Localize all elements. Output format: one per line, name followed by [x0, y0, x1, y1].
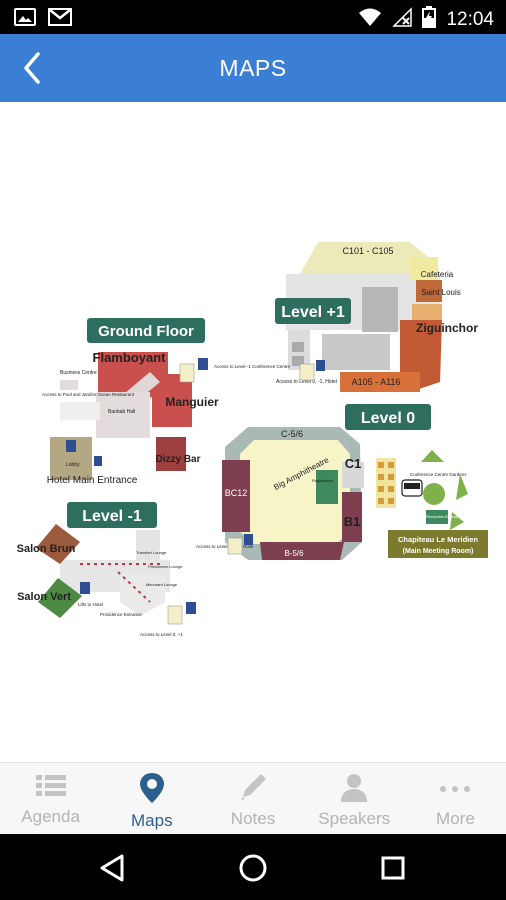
tab-maps-label: Maps: [131, 811, 173, 830]
small-label: Access to Level 0, +1: [140, 632, 183, 637]
no-signal-icon: [392, 7, 413, 32]
lift-icon: [66, 440, 102, 466]
room-label: C1: [345, 456, 362, 471]
room-label: Cafeteria: [421, 270, 454, 279]
small-label: Access to Level 0, -1, Hotel: [276, 379, 337, 385]
venue-label-line2: (Main Meeting Room): [403, 548, 474, 555]
small-label: Lifts to Hotel: [78, 602, 103, 607]
chevron-left-icon: [24, 52, 40, 84]
room-label: C101 - C105: [342, 246, 393, 256]
level-0-plan: [222, 427, 468, 560]
page-title: MAPS: [219, 55, 287, 81]
room-label: BC12: [225, 488, 248, 498]
tab-speakers[interactable]: Speakers: [304, 763, 405, 834]
ground-floor-text: Ground Floor: [98, 323, 194, 340]
small-label: Business Centre: [60, 370, 97, 376]
bottom-tab-bar: Agenda Maps Notes Speakers More: [0, 762, 506, 834]
small-label: Lobby: [66, 462, 80, 468]
lift-icon: [227, 534, 253, 555]
main-meeting-room-label[interactable]: Chapiteau Le Meridien (Main Meeting Room…: [388, 530, 488, 558]
level-plus-1-label[interactable]: Level +1: [275, 298, 351, 324]
room-label: Ziguinchor: [416, 321, 478, 335]
app-bar: MAPS: [0, 34, 506, 102]
person-icon: [341, 774, 368, 802]
level-0-label[interactable]: Level 0: [345, 404, 431, 430]
room-label: A105 - A116: [352, 377, 401, 387]
room-label: B1: [344, 514, 361, 529]
status-bar: 12:04: [0, 0, 506, 34]
tab-maps[interactable]: Maps: [101, 763, 202, 834]
lift-icon: [299, 360, 325, 381]
level-0-text: Level 0: [361, 410, 415, 427]
small-label: Transfert Lounge: [136, 550, 167, 555]
level-minus-1-label[interactable]: Level -1: [67, 502, 157, 528]
tab-notes[interactable]: Notes: [202, 763, 303, 834]
tab-agenda-label: Agenda: [21, 807, 80, 826]
level-plus-1-plan: [286, 242, 442, 392]
small-label: Access to Level +1, -1, Hotel: [196, 544, 253, 549]
wifi-icon: [358, 7, 382, 32]
more-dots-icon: [440, 786, 471, 792]
map-pin-icon: [139, 773, 164, 803]
ground-floor-plan: [50, 352, 192, 480]
room-label: C-5/6: [281, 429, 303, 439]
pencil-icon: [241, 774, 266, 800]
clock: 12:04: [446, 8, 494, 30]
back-button[interactable]: [16, 50, 52, 86]
battery-charging-icon: [422, 6, 437, 33]
room-label: Flamboyant: [93, 350, 167, 365]
map-container[interactable]: C101 - C105 Cafeteria Saint Louis Ziguin…: [0, 102, 506, 762]
venue-map[interactable]: C101 - C105 Cafeteria Saint Louis Ziguin…: [0, 102, 506, 762]
home-circle-icon: [239, 854, 267, 882]
small-label: Providence Lounge: [148, 564, 183, 569]
ground-floor-label[interactable]: Ground Floor: [87, 318, 205, 343]
room-label: B-5/6: [284, 549, 304, 558]
lift-icon: [179, 358, 208, 383]
tab-notes-label: Notes: [230, 809, 276, 828]
image-icon: [14, 7, 36, 32]
level-minus-1-text: Level -1: [82, 508, 142, 525]
nav-recents-button[interactable]: [376, 851, 410, 885]
room-label: Saint Louis: [421, 288, 461, 297]
level-plus-1-text: Level +1: [281, 304, 345, 321]
small-label: Access to Pool and Jardins Ocean Restaur…: [42, 392, 135, 397]
small-label: Registration: [312, 478, 333, 483]
lift-icon: [167, 602, 196, 625]
room-label: Salon Vert: [17, 591, 71, 603]
small-label: Baobab Hall: [108, 409, 135, 415]
back-triangle-icon: [100, 854, 124, 882]
tab-speakers-label: Speakers: [318, 809, 391, 828]
gmail-icon: [48, 7, 72, 32]
nav-back-button[interactable]: [96, 851, 130, 885]
recents-square-icon: [381, 856, 405, 880]
room-label: Hotel Main Entrance: [47, 475, 138, 486]
small-label: Access to Level -1 Conference Centre: [214, 364, 291, 369]
small-label: Conference Centre Gardens: [410, 472, 467, 477]
small-label: Providence Entrance: [100, 612, 142, 617]
nav-home-button[interactable]: [236, 851, 270, 885]
small-label: Merchant Lounge: [146, 582, 178, 587]
system-nav-bar: [0, 834, 506, 900]
small-label: Reception Bureau: [426, 514, 458, 519]
room-label: Dizzy Bar: [155, 454, 200, 465]
room-label: Salon Brun: [17, 543, 76, 555]
tab-more[interactable]: More: [405, 763, 506, 834]
level-minus-1-plan: [36, 524, 170, 618]
tab-agenda[interactable]: Agenda: [0, 763, 101, 834]
venue-label-line1: Chapiteau Le Meridien: [398, 535, 478, 544]
tab-more-label: More: [436, 809, 475, 828]
room-label: Manguier: [165, 395, 219, 409]
list-icon: [35, 775, 66, 796]
